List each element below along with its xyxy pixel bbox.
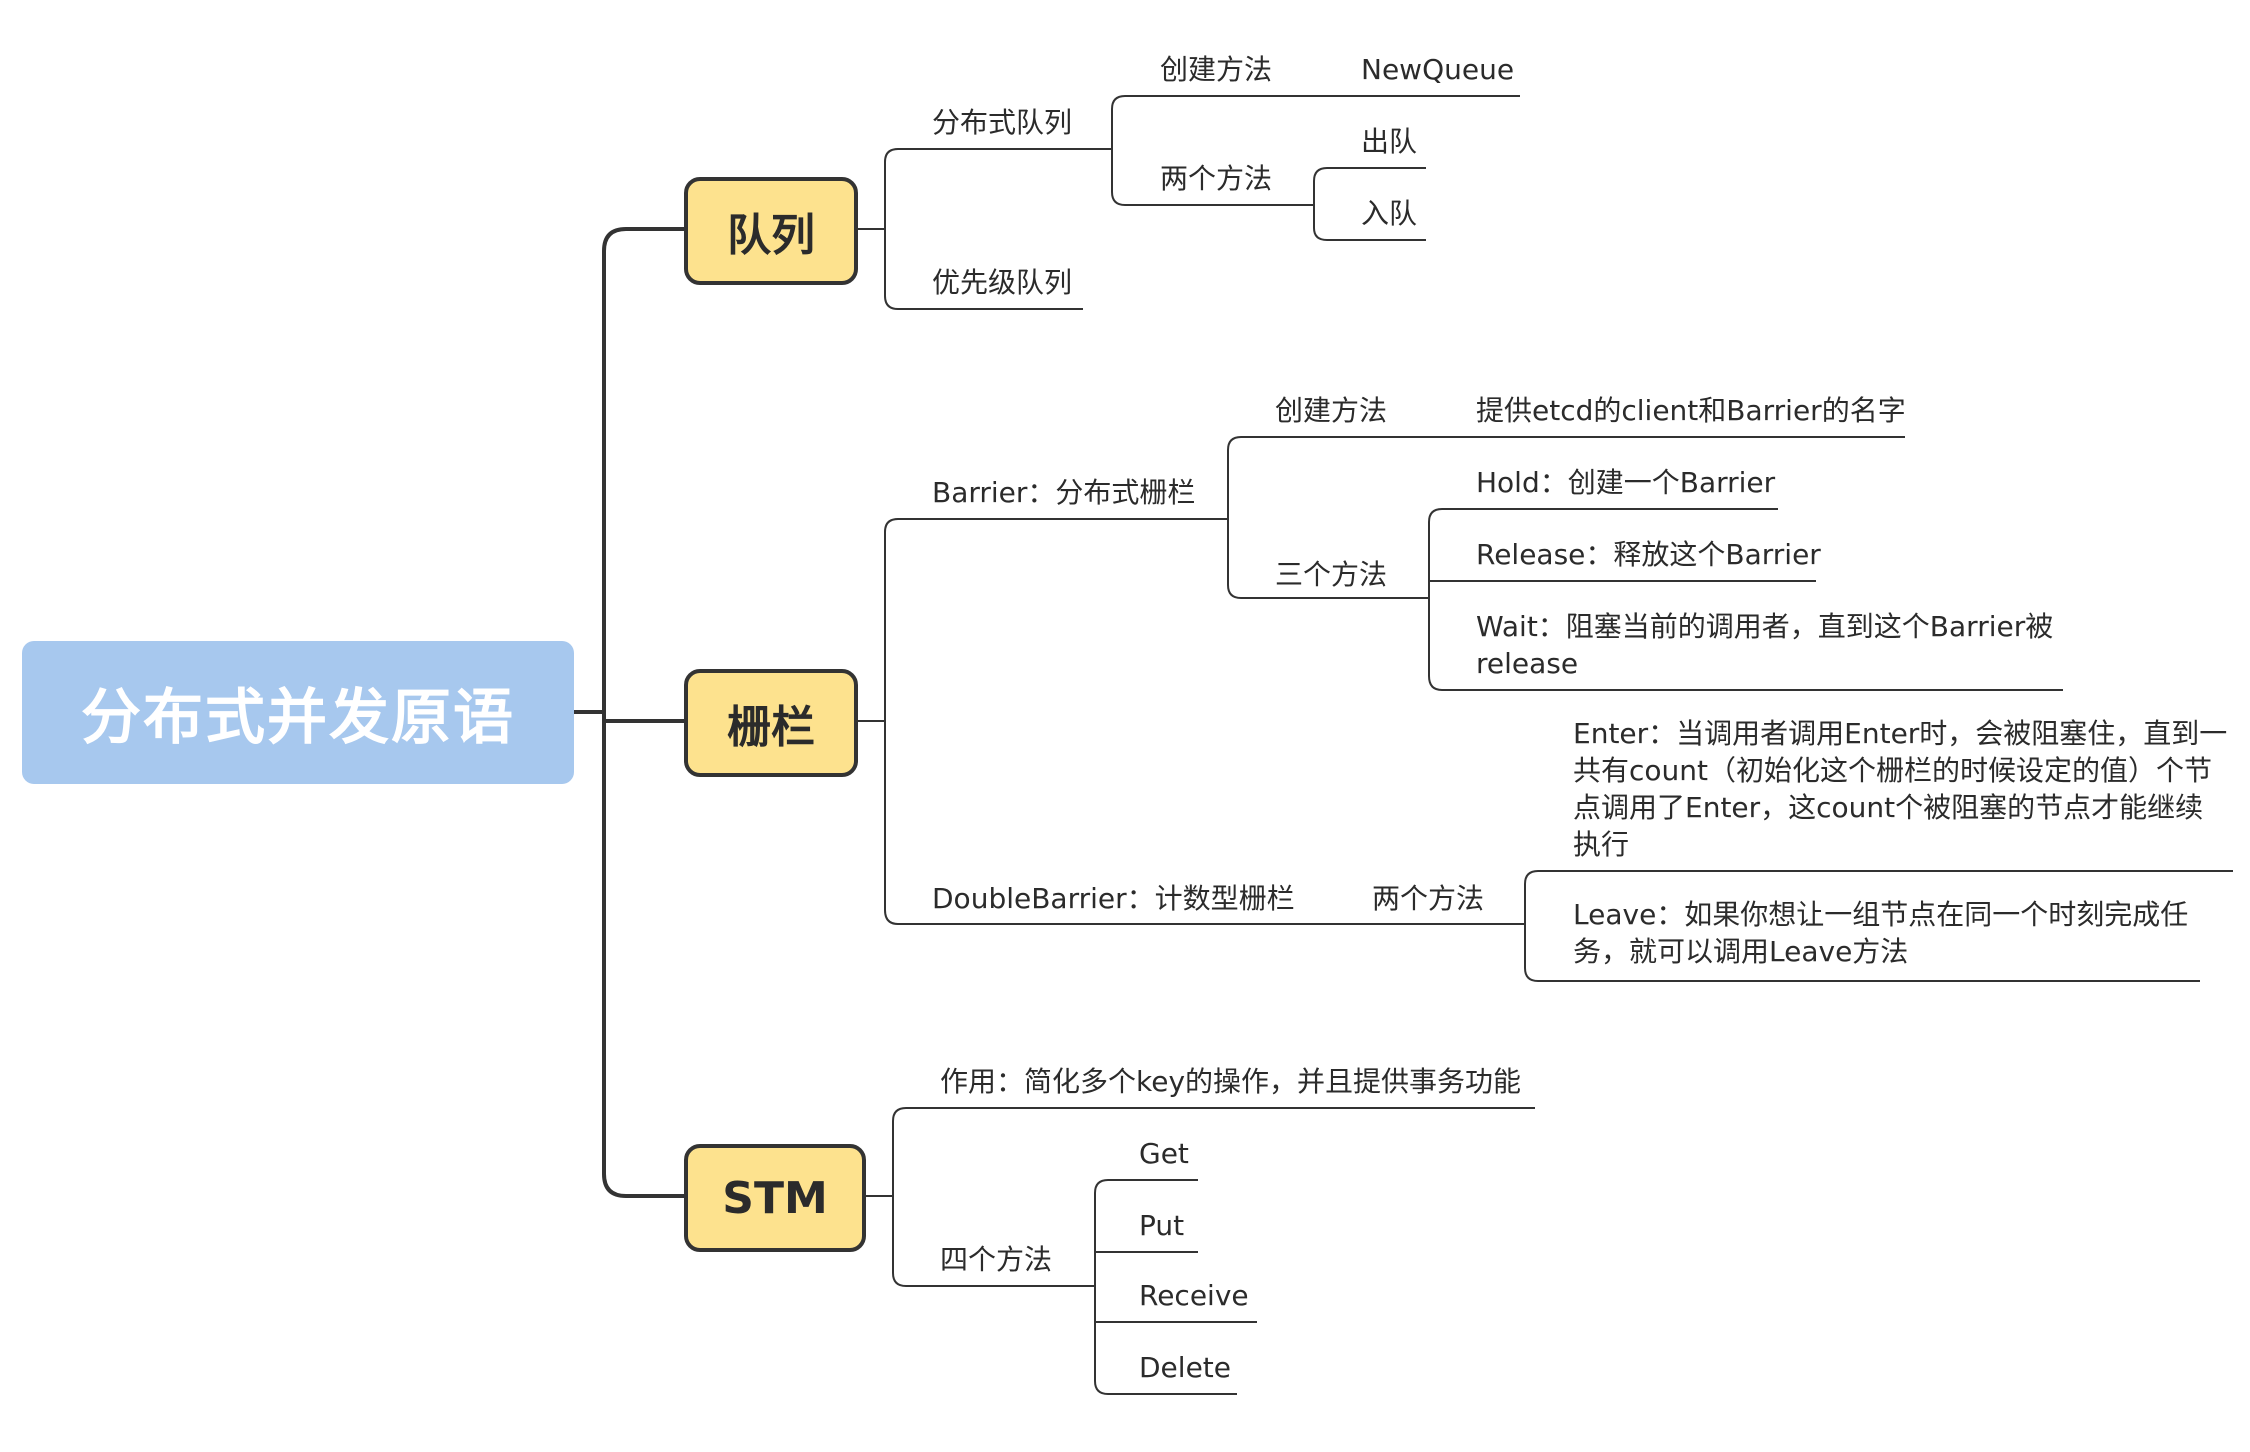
node-barrier-create-value[interactable]: 提供etcd的client和Barrier的名字: [1476, 394, 1906, 427]
node-barrier-create-method[interactable]: 创建方法: [1275, 394, 1388, 427]
node-double-two-methods[interactable]: 两个方法: [1372, 882, 1485, 915]
node-barrier[interactable]: Barrier：分布式栅栏: [932, 476, 1196, 509]
node-stm-put[interactable]: Put: [1139, 1209, 1185, 1242]
dq-branch: [1111, 95, 1520, 206]
node-stm-delete[interactable]: Delete: [1139, 1351, 1231, 1384]
node-double-barrier[interactable]: DoubleBarrier：计数型栅栏: [932, 882, 1295, 915]
topic-stm[interactable]: STM: [684, 1144, 866, 1252]
queue-branch: [884, 148, 1083, 310]
topic-queue[interactable]: 队列: [684, 177, 858, 285]
node-stm-four-methods[interactable]: 四个方法: [940, 1243, 1053, 1276]
node-queue-two-methods[interactable]: 两个方法: [1160, 162, 1273, 195]
root-label: 分布式并发原语: [81, 683, 515, 753]
node-barrier-hold[interactable]: Hold：创建一个Barrier: [1476, 466, 1776, 499]
stm-methods-branch: [1094, 1179, 1237, 1395]
node-newqueue[interactable]: NewQueue: [1361, 53, 1515, 86]
root-node[interactable]: 分布式并发原语: [22, 641, 574, 784]
stm-branch: [892, 1107, 1535, 1287]
node-double-enter[interactable]: Enter：当调用者调用Enter时，会被阻塞住，直到一共有count（初始化这…: [1573, 717, 2228, 861]
node-priority-queue[interactable]: 优先级队列: [932, 266, 1073, 299]
dq-methods-branch: [1313, 167, 1426, 241]
basic-branch: [1227, 436, 1905, 599]
node-stm-get[interactable]: Get: [1139, 1137, 1189, 1170]
node-stm-purpose[interactable]: 作用：简化多个key的操作，并且提供事务功能: [940, 1065, 1522, 1098]
topic-stm-label: STM: [722, 1172, 828, 1224]
node-distributed-queue[interactable]: 分布式队列: [932, 106, 1073, 139]
double-methods-branch: [1524, 870, 2233, 982]
node-barrier-release[interactable]: Release：释放这个Barrier: [1476, 538, 1821, 571]
topic-barrier-label: 栅栏: [727, 702, 815, 753]
basic-methods-branch: [1428, 508, 2063, 691]
topic-queue-label: 队列: [727, 210, 815, 261]
barrier-branch: [884, 518, 1500, 925]
node-enqueue[interactable]: 入队: [1361, 197, 1418, 230]
node-double-leave[interactable]: Leave：如果你想让一组节点在同一个时刻完成任务，就可以调用Leave方法: [1573, 898, 2189, 968]
trunk-connector: [602, 227, 697, 1198]
topic-barrier[interactable]: 栅栏: [684, 669, 858, 777]
node-queue-create-method[interactable]: 创建方法: [1160, 53, 1273, 86]
node-stm-receive[interactable]: Receive: [1139, 1279, 1249, 1312]
node-barrier-wait[interactable]: Wait：阻塞当前的调用者，直到这个Barrier被release: [1476, 610, 2054, 680]
node-barrier-three-methods[interactable]: 三个方法: [1275, 558, 1388, 591]
node-dequeue[interactable]: 出队: [1361, 125, 1418, 158]
